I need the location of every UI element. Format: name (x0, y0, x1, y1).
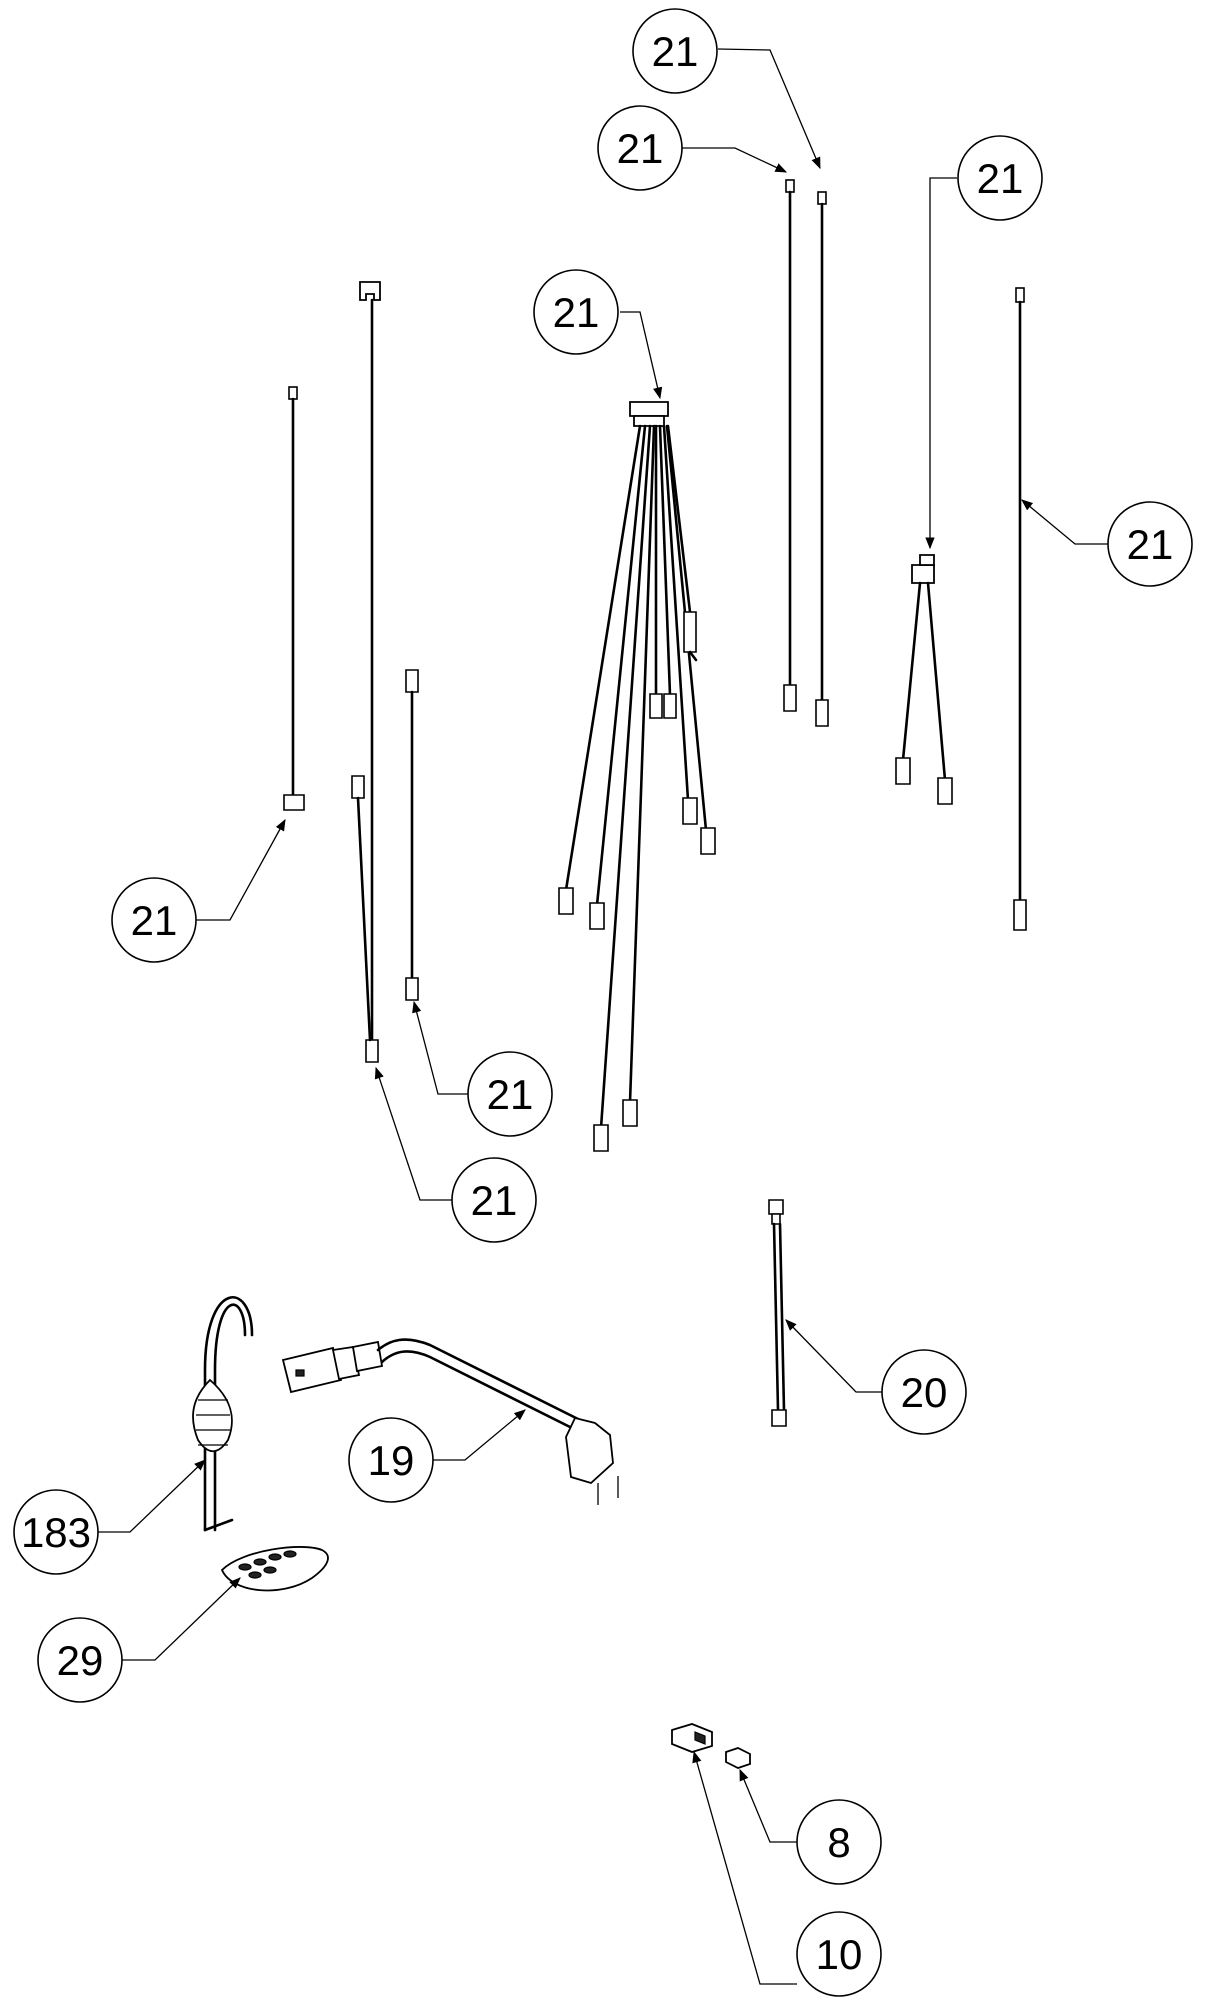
callout-label: 8 (827, 1819, 850, 1866)
callout-c9: 20 (881, 1349, 967, 1435)
callout-label: 21 (553, 289, 600, 336)
callout-label: 21 (1127, 521, 1174, 568)
callout-label: 29 (57, 1637, 104, 1684)
wire-harness-right-long (1013, 287, 1027, 931)
callout-c3: 21 (957, 135, 1043, 221)
callout-c14: 10 (796, 1911, 882, 1997)
callout-label: 21 (487, 1071, 534, 1118)
callout-label: 20 (901, 1369, 948, 1416)
callout-c12: 29 (37, 1617, 123, 1703)
callout-label: 183 (21, 1509, 91, 1556)
callout-c4: 21 (533, 269, 619, 355)
wire-harness-main-fan (558, 401, 716, 1152)
callout-c8: 21 (451, 1157, 537, 1243)
wire-harness-pair-top (783, 179, 829, 727)
callout-label: 10 (816, 1931, 863, 1978)
hook-tool-item-183 (192, 1296, 254, 1532)
callout-c10: 19 (348, 1417, 434, 1503)
callout-label: 21 (617, 125, 664, 172)
wire-harness-double (351, 775, 372, 1042)
callout-c11: 183 (13, 1489, 99, 1575)
wire-harness-mid-short (405, 669, 419, 1001)
wire-harness-left-short (283, 386, 305, 811)
power-cord-item-19 (281, 1338, 619, 1505)
wire-harness-long-hook (359, 281, 381, 1063)
callout-label: 21 (977, 155, 1024, 202)
callout-c1: 21 (632, 8, 718, 94)
connector-item-10 (671, 1723, 713, 1753)
wire-item-20 (768, 1199, 787, 1427)
leader-lines (98, 48, 1108, 1985)
callout-label: 21 (471, 1177, 518, 1224)
callout-label: 21 (131, 897, 178, 944)
wire-harness-y-split (895, 554, 953, 805)
callout-label: 21 (652, 28, 699, 75)
callout-c2: 21 (597, 105, 683, 191)
connector-item-8 (725, 1747, 751, 1769)
callout-c13: 8 (796, 1799, 882, 1885)
callout-c7: 21 (467, 1051, 553, 1137)
callout-c6: 21 (111, 877, 197, 963)
callout-c5: 21 (1107, 501, 1193, 587)
callout-label: 19 (368, 1437, 415, 1484)
remote-item-29 (220, 1546, 329, 1592)
